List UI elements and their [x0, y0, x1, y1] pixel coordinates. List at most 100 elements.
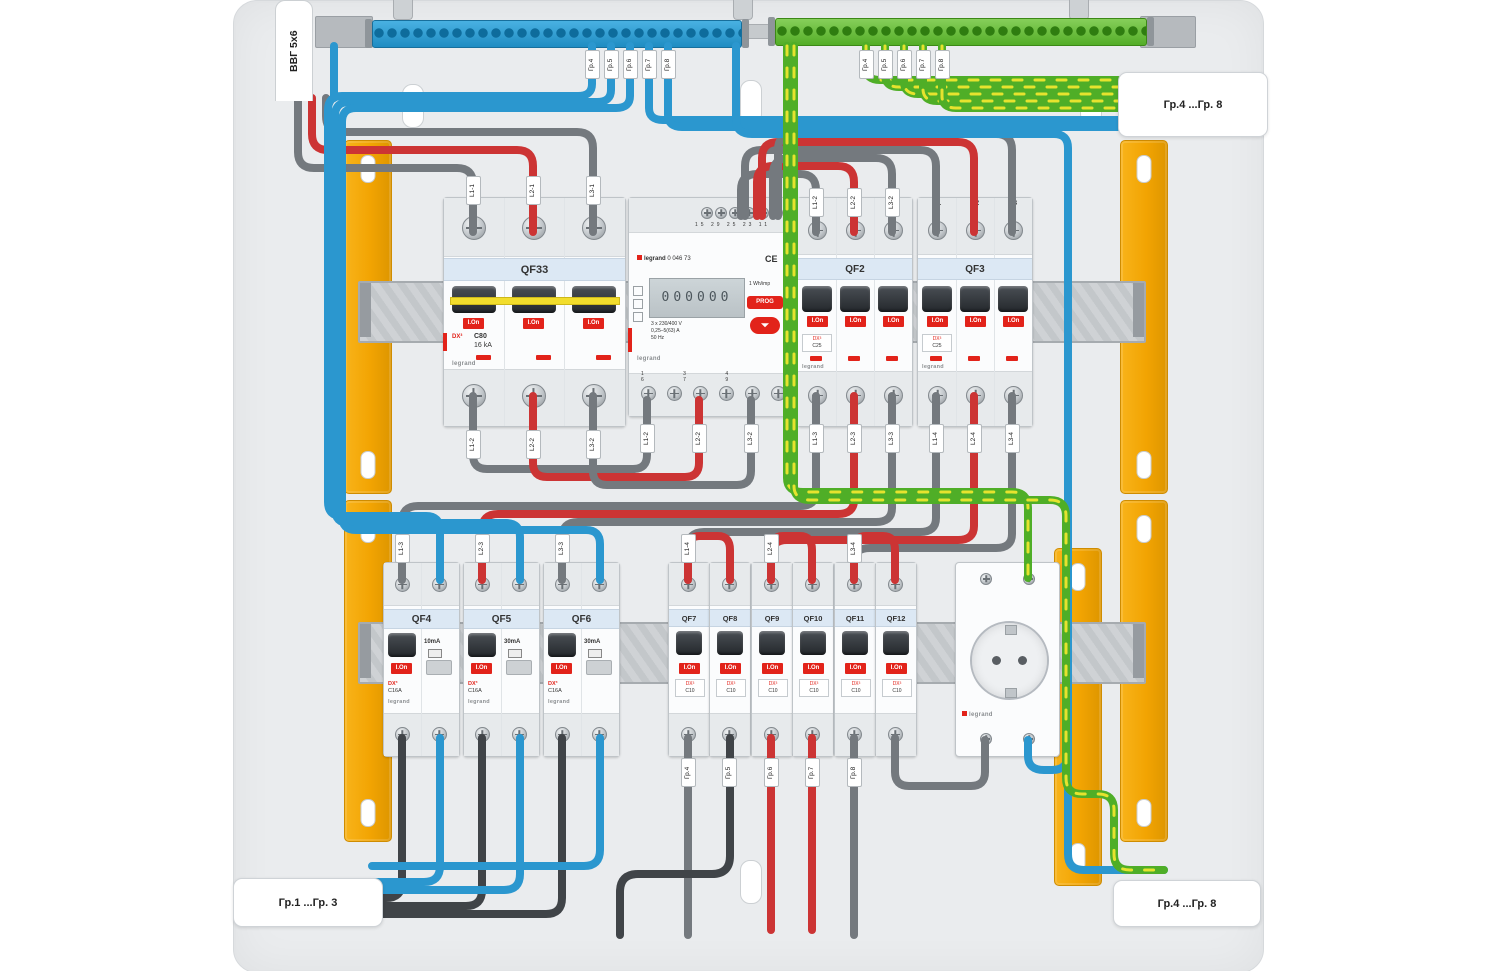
- trip-mark: [596, 355, 611, 360]
- device-label: QF10: [793, 609, 833, 627]
- pole-separator: [994, 198, 995, 426]
- wire-tag: L2-4: [764, 534, 779, 563]
- toggle-tie-bar: [450, 297, 620, 305]
- lcd-display: 000000: [649, 278, 745, 318]
- terminal-screw: [1004, 386, 1023, 405]
- seal-tab: [628, 328, 632, 352]
- device-label: QF2: [798, 258, 912, 280]
- wire-tag: L2-4: [967, 424, 982, 453]
- trip-indicator: I.On: [391, 663, 412, 674]
- trip-indicator: I.On: [583, 318, 604, 329]
- rating-label: C25: [812, 342, 822, 349]
- device-label: QF11: [835, 609, 875, 627]
- meter-brand-ref: legrand 0 046 73: [637, 255, 691, 263]
- earth-clip: [1005, 688, 1017, 698]
- wire-tag: L1-3: [809, 424, 824, 453]
- terminal-screw: [681, 727, 696, 742]
- wire-tag: L2-2: [847, 188, 862, 217]
- prog-button: PROG: [747, 296, 783, 309]
- trip-indicator: I.On: [803, 663, 824, 674]
- neutral-mark: N: [597, 565, 603, 572]
- keyhole-mount: [740, 80, 762, 124]
- wire-tag: Гр.5: [878, 50, 893, 79]
- series-label: DX³: [452, 334, 463, 340]
- brand-logo: legrand: [388, 699, 410, 705]
- breaker-toggle: [802, 286, 832, 312]
- series-label: DX³: [809, 681, 819, 687]
- terminal-screw: [667, 386, 682, 401]
- trip-indicator: I.On: [471, 663, 492, 674]
- brand-square-icon: [962, 711, 967, 716]
- terminal-screw: [980, 573, 992, 585]
- terminal-screw: [475, 727, 490, 742]
- recycle-icon: [633, 299, 643, 309]
- terminal-screw: [805, 577, 820, 592]
- trip-indicator: I.On: [720, 663, 741, 674]
- main-breaker-qf33: QF33 I.On I.On I.On DX³ C80 16 kA legran…: [443, 197, 626, 427]
- brand-name: legrand: [969, 712, 993, 718]
- sensitivity-label: 30mA: [504, 639, 521, 645]
- ce-mark: CE: [765, 254, 778, 264]
- series-label: DX³: [851, 681, 861, 687]
- neutral-busbar: [365, 19, 749, 48]
- wire-tag: L1-2: [809, 188, 824, 217]
- breaker-toggle: [922, 286, 952, 312]
- wire-tag: L3-2: [586, 430, 601, 459]
- terminal-screw: [764, 727, 779, 742]
- test-button: [506, 660, 532, 675]
- callout-groups-top-right: Гр.4 ...Гр. 8: [1118, 72, 1268, 137]
- pole-separator: [504, 198, 505, 426]
- wire-tag: L2-2: [526, 430, 541, 459]
- terminal-screw: [846, 386, 865, 405]
- terminal-screw: [729, 207, 741, 219]
- trip-indicator: I.On: [807, 316, 828, 327]
- wire-tag: L2-1: [526, 176, 541, 205]
- breaker-toggle: [548, 633, 576, 657]
- terminal-screw: [681, 577, 696, 592]
- earth-clip: [1005, 625, 1017, 635]
- terminal-screw: [928, 221, 947, 240]
- wire-tag: Гр.4: [859, 50, 874, 79]
- breaker-toggle: [998, 286, 1028, 312]
- wire-tag: L3-4: [1005, 424, 1020, 453]
- panel-clamp: [1069, 0, 1089, 20]
- phase-label: L1: [932, 200, 942, 207]
- breaker-toggle: [883, 631, 909, 655]
- terminal-screw: [966, 221, 985, 240]
- sensitivity-label: 10mA: [424, 639, 441, 645]
- incoming-cable-label: ВВГ 5х6: [275, 0, 313, 101]
- terminal-screw: [847, 727, 862, 742]
- wire-tag: Гр.8: [847, 758, 862, 787]
- trip-indicator: I.On: [679, 663, 700, 674]
- trip-indicator: I.On: [845, 316, 866, 327]
- wire-tag: L1-2: [466, 430, 481, 459]
- terminal-screw: [1023, 573, 1035, 585]
- rcd-icon: [588, 649, 602, 658]
- sensitivity-label: 30mA: [584, 639, 601, 645]
- wire-tag: L2-3: [847, 424, 862, 453]
- scroll-button: [750, 317, 780, 334]
- breaker-toggle: [388, 633, 416, 657]
- rcd-icon: [508, 649, 522, 658]
- trip-indicator: I.On: [523, 318, 544, 329]
- trip-indicator: I.On: [886, 663, 907, 674]
- wire-tag: L2-2: [692, 424, 707, 453]
- terminal-screw: [582, 384, 606, 408]
- terminal-screw: [722, 577, 737, 592]
- terminal-screw: [808, 221, 827, 240]
- brand-logo: legrand: [802, 364, 824, 370]
- breaker-toggle: [840, 286, 870, 312]
- pole-separator: [421, 563, 422, 756]
- terminal-screw: [722, 727, 737, 742]
- rating-label: C16A: [548, 688, 562, 694]
- test-button: [426, 660, 452, 675]
- terminal-screw: [432, 577, 447, 592]
- series-label: DX³: [468, 681, 478, 687]
